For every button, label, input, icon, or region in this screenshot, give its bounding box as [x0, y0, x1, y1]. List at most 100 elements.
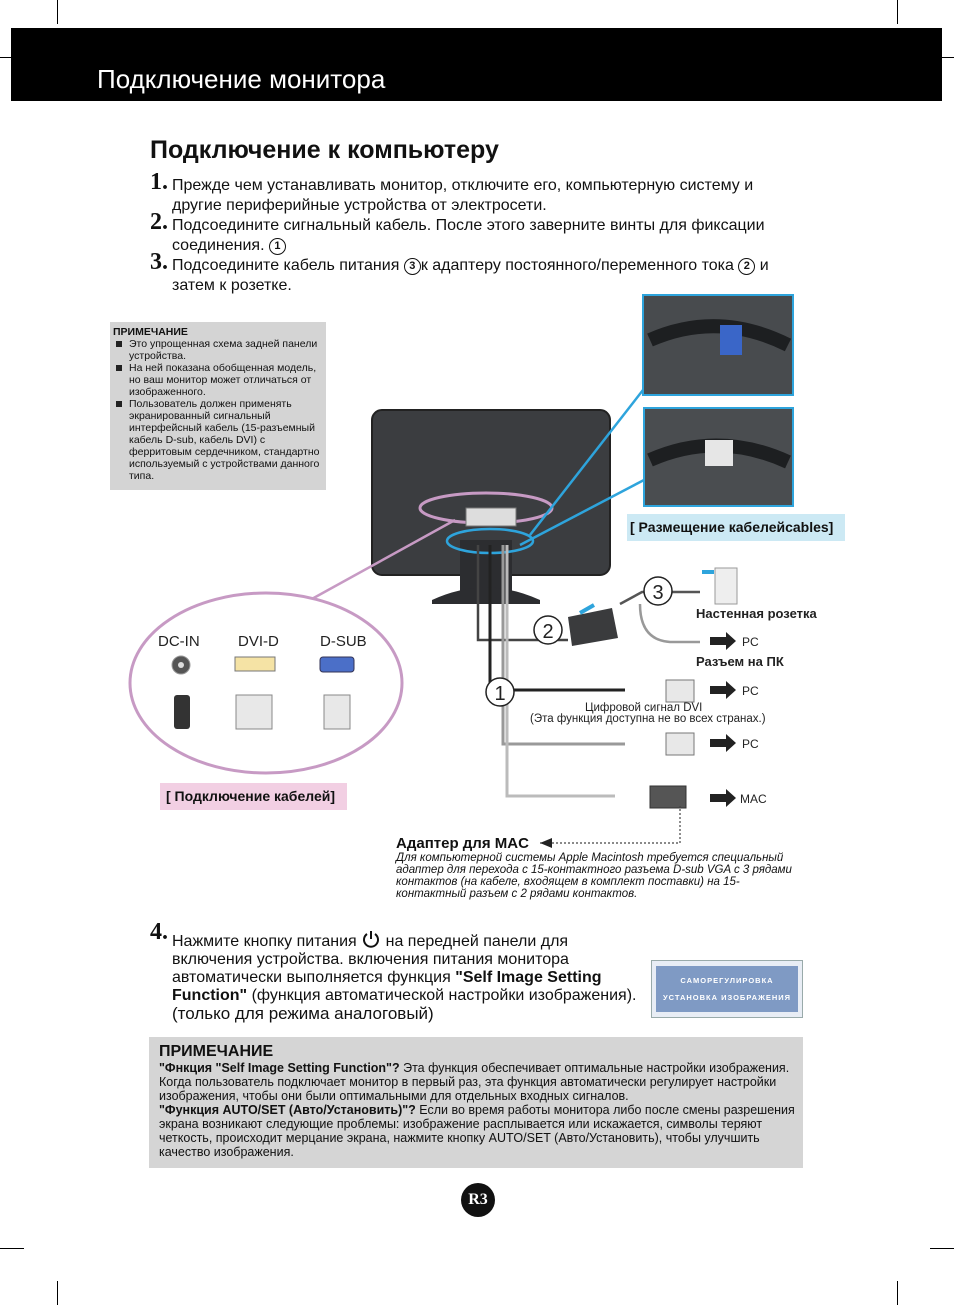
page-header-title: Подключение монитора [97, 64, 386, 94]
dvi-port-icon [234, 656, 276, 672]
pointer-line [309, 518, 456, 602]
marker-circle: 3 [403, 258, 421, 275]
pc-label: PC [742, 635, 759, 649]
monitor-stand-base [432, 587, 540, 604]
step-text: затем к розетке. [172, 277, 292, 294]
marker-2-circle [533, 615, 563, 645]
header-bar: Подключение монитора [11, 28, 942, 101]
mac-label: MAC [740, 792, 767, 806]
pointer-line [519, 478, 645, 547]
step-4: 4. Нажмите кнопку питания на передней па… [150, 920, 642, 1024]
photo-cable-top [642, 294, 794, 396]
cable-dsub [501, 545, 625, 746]
mac-pointer-arrowhead [540, 838, 552, 848]
osd-line: УСТАНОВКА ИЗОБРАЖЕНИЯ [662, 993, 792, 1002]
connector-label-dsub: D-SUB [320, 633, 367, 650]
step-text: Прежде чем устанавливать монитор, отключ… [172, 177, 754, 194]
note-bold: "Фнкция "Self Image Setting Function"? [159, 1061, 400, 1075]
step-text: Подсоедините сигнальный кабель. После эт… [172, 217, 765, 234]
step-text: другие периферийные устройства от электр… [172, 197, 547, 214]
marker-1-circle [485, 677, 515, 707]
mac-adapter-description: Для компьютерной системы Apple Macintosh… [396, 852, 792, 900]
note-heading: ПРИМЕЧАНИЕ [113, 326, 188, 338]
marker-circle: 2 [738, 258, 756, 275]
blue-arrow-icon [579, 603, 595, 615]
note-text: Если во время работы монитора либо после… [159, 1103, 795, 1159]
dsub-plug-icon [323, 694, 351, 730]
pointer-line [529, 389, 644, 536]
arrow-right-icon [710, 681, 736, 699]
step-text: на передней панели для включения устройс… [172, 933, 569, 986]
marker-3-circle [643, 576, 673, 606]
note-bold: "Функция AUTO/SET (Авто/Установить)"? [159, 1103, 416, 1117]
crop-mark [930, 57, 954, 58]
pc-label: PC [742, 737, 759, 751]
connector-label-dvid: DVI-D [238, 633, 279, 650]
photo-top-connector [720, 325, 742, 355]
dvi-signal-label: Цифровой сигнал DVI [585, 702, 702, 714]
ac-adapter [568, 608, 618, 646]
mac-pointer-dotted [540, 806, 681, 844]
cable-connection-caption: [ Подключение кабелей] [160, 783, 347, 810]
note-text: Эта функция обеспечивает оптимальные нас… [159, 1061, 790, 1103]
photo-top-detail [647, 319, 792, 352]
cable-power [476, 545, 568, 642]
step-text: Подсоедините кабель питания [172, 257, 400, 274]
arrow-right-icon [710, 734, 736, 752]
note-item: Пользователь должен применять экранирова… [112, 398, 320, 482]
note-box: ПРИМЕЧАНИЕ Это упрощенная схема задней п… [110, 322, 326, 490]
dsub-port-icon [319, 656, 355, 673]
marker-circle: 1 [268, 238, 286, 255]
step-text: (только для режима аналоговый) [172, 1004, 434, 1023]
crop-mark [930, 1248, 954, 1249]
cable-mac [505, 545, 615, 798]
pc-port-label: Разъем на ПК [696, 654, 784, 669]
dcin-plug-icon [174, 695, 190, 729]
step-number: 1. [150, 169, 168, 195]
connector-label-dcin: DC-IN [158, 633, 200, 650]
step-2: 2. Подсоедините сигнальный кабель. После… [150, 210, 822, 256]
osd-line: САМОРЕГУЛИРОВКА [680, 976, 774, 985]
step-text: и [759, 257, 769, 274]
note-item: На ней показана обобщенная модель, но ва… [112, 362, 320, 398]
step-1: 1. Прежде чем устанавливать монитор, отк… [150, 170, 812, 216]
marker-1-label: 1 [494, 683, 505, 705]
note-box-2: ПРИМЕЧАНИЕ "Фнкция "Self Image Setting F… [149, 1037, 803, 1168]
wall-outlet-icon [714, 567, 738, 605]
dcin-port-inner [178, 662, 184, 668]
step-text: (функция автоматической настройки изобра… [251, 987, 637, 1004]
wall-outlet-label: Настенная розетка [696, 606, 818, 621]
step-text-bold: "Self Image Setting Function" [172, 969, 602, 1004]
page-number: R3 [461, 1183, 495, 1217]
step-number: 2. [150, 209, 168, 235]
cable-ac-pc [638, 603, 700, 644]
pc-label: PC [742, 684, 759, 698]
mac-connector [649, 785, 687, 809]
note-list: Это упрощенная схема задней панели устро… [112, 338, 320, 482]
power-icon [363, 931, 380, 948]
note-body: "Фнкция "Self Image Setting Function"? Э… [159, 1061, 795, 1159]
port-block [465, 507, 517, 527]
crop-mark [57, 0, 58, 24]
cable-ac [619, 590, 700, 606]
photo-bottom-connector [705, 440, 733, 466]
marker-2-label: 2 [542, 621, 553, 643]
note-heading: ПРИМЕЧАНИЕ [159, 1043, 274, 1060]
note-item: Это упрощенная схема задней панели устро… [112, 338, 320, 362]
dvi-connector [665, 679, 695, 703]
step-text: к адаптеру постоянного/переменного тока [420, 257, 734, 274]
crop-mark [897, 0, 898, 24]
cable-placement-caption: [ Размещение кабелейcables] [627, 514, 845, 541]
dsub-connector [665, 732, 695, 756]
crop-mark [897, 1281, 898, 1305]
dvi-plug-icon [235, 694, 273, 730]
osd-panel: САМОРЕГУЛИРОВКА УСТАНОВКА ИЗОБРАЖЕНИЯ [656, 966, 798, 1012]
step-text: Нажмите кнопку питания [172, 933, 357, 950]
connector-closeup-circle [128, 591, 404, 775]
osd-message-image: САМОРЕГУЛИРОВКА УСТАНОВКА ИЗОБРАЖЕНИЯ [651, 960, 803, 1018]
step-number: 4. [150, 919, 168, 945]
step-text: соединения. [172, 237, 265, 254]
step-number: 3. [150, 249, 168, 275]
